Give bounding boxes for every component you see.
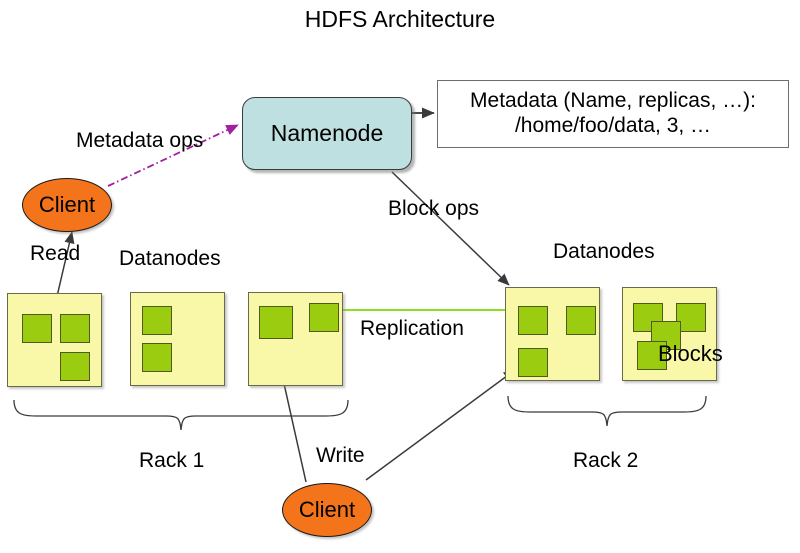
client-write-node[interactable]: Client [282,483,372,537]
block [259,306,293,339]
rack1-brace [13,399,349,431]
client-write-label: Client [298,497,356,522]
datanode-rack1-3[interactable] [248,292,343,386]
edge-label-write: Write [316,444,365,467]
group-label-datanodes-left: Datanodes [119,247,221,270]
block [518,348,548,377]
rack2-brace [507,395,707,427]
block [142,306,172,335]
client-read-label: Client [38,192,96,217]
datanode-rack2-2[interactable] [622,287,717,381]
arrow-block-ops [391,171,510,286]
namenode-label: Namenode [270,120,384,146]
edge-label-metadata-ops: Metadata ops [76,129,204,152]
metadata-box: Metadata (Name, replicas, …): /home/foo/… [437,80,789,148]
edge-label-block-ops: Block ops [388,197,480,220]
block [60,352,90,381]
datanode-rack1-2[interactable] [130,292,225,386]
block [309,303,339,332]
client-read-node[interactable]: Client [22,178,112,232]
block [637,341,667,370]
block [676,303,706,332]
datanode-rack2-1[interactable] [505,287,600,381]
group-label-rack1: Rack 1 [139,449,205,472]
edge-label-read: Read [30,242,81,265]
namenode-box[interactable]: Namenode [242,97,412,170]
block [566,306,596,335]
block [142,343,172,372]
block [60,314,90,343]
datanode-rack1-1[interactable] [7,293,102,387]
page-title: HDFS Architecture [304,6,496,32]
arrow-metadata-ops [107,124,239,187]
group-label-blocks: Blocks [658,341,723,366]
group-label-rack2: Rack 2 [573,449,639,472]
arrow-read [54,231,75,306]
block [518,306,548,335]
edge-label-replication: Replication [360,317,464,340]
metadata-line-2: /home/foo/data, 3, … [514,114,712,137]
metadata-line-1: Metadata (Name, replicas, …): [470,89,756,113]
arrow-write-to-rack2 [365,369,516,481]
group-label-datanodes-right: Datanodes [553,240,655,263]
block [22,314,52,343]
